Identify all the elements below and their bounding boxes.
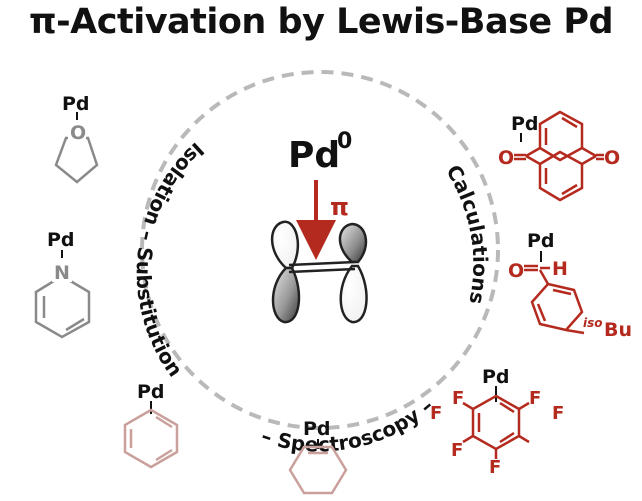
ligand-thf-pd: Pd <box>62 93 90 115</box>
ligand-c6f6-f5: F <box>451 440 463 461</box>
ligand-benzaldehyde: Pd O H iso Bu <box>508 230 632 341</box>
figure-title: π-Activation by Lewis-Base Pd <box>28 2 614 42</box>
ligand-anthraquinone-o1: O <box>498 147 514 169</box>
ligand-benzaldehyde-h: H <box>552 258 568 280</box>
ligand-cyclohexene-pd: Pd <box>303 418 331 440</box>
ligand-benzene: Pd <box>123 381 179 469</box>
ligand-c6f6-f4: F <box>552 403 564 424</box>
ligand-benzene-pd: Pd <box>137 381 165 403</box>
svg-text:O: O <box>70 122 86 144</box>
ligand-anthraquinone-o2: O <box>604 147 620 169</box>
dashed-circle <box>140 70 500 430</box>
pi-orbital-icon <box>270 220 368 324</box>
ligand-hexafluorobenzene: Pd F F F F F F <box>430 366 564 478</box>
center-pd0: Pd 0 π <box>288 129 352 260</box>
ligand-pyridine: Pd N <box>34 229 91 339</box>
center-oxidation-state: 0 <box>337 129 352 154</box>
ligand-anthraquinone-pd: Pd <box>511 113 539 135</box>
ligand-pyridine-n: N <box>54 262 70 284</box>
ring-label-isolation: Isolation – Substitution <box>132 138 209 381</box>
ligand-benzaldehyde-bu: Bu <box>604 319 632 341</box>
center-metal-label: Pd <box>288 135 340 176</box>
ligand-cyclohexene: Pd <box>288 418 348 495</box>
pi-label: π <box>330 193 349 221</box>
ligand-anthraquinone: Pd O O <box>498 110 620 202</box>
ligand-thf: Pd O O <box>54 93 99 184</box>
ligand-c6f6-f6: F <box>489 457 501 478</box>
ligand-c6f6-pd: Pd <box>482 366 510 388</box>
ligand-c6f6-f3: F <box>430 403 442 424</box>
ligand-benzaldehyde-pd: Pd <box>527 230 555 252</box>
ligand-c6f6-f1: F <box>452 388 464 409</box>
ligand-benzaldehyde-iso: iso <box>583 316 603 330</box>
ligand-benzaldehyde-o: O <box>508 260 524 282</box>
ligand-pyridine-pd: Pd <box>47 229 75 251</box>
ligand-c6f6-f2: F <box>529 388 541 409</box>
